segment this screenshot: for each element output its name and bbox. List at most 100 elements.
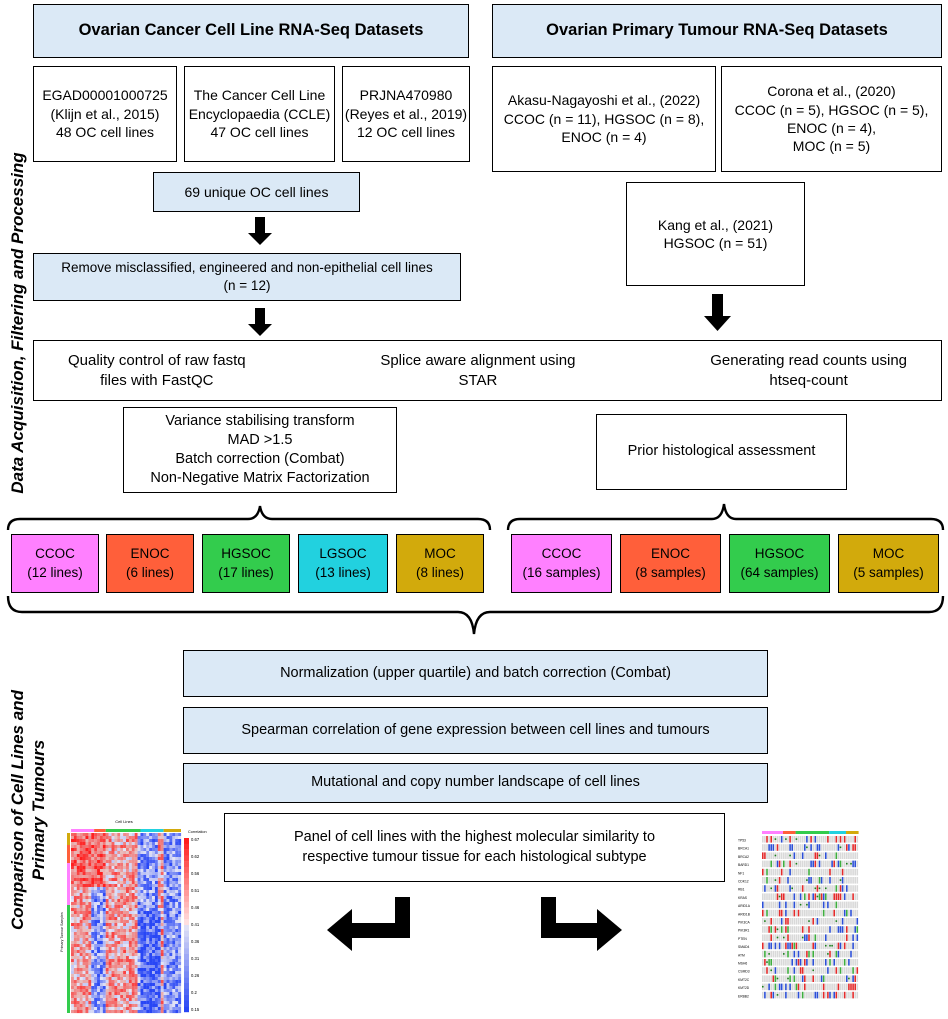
heatmap-cell <box>102 908 106 912</box>
heatmap-cell <box>169 995 173 999</box>
heatmap-cell <box>114 944 118 948</box>
heatmap-cell <box>99 893 103 897</box>
oncoprint-cell <box>827 909 829 917</box>
heatmap-cell <box>111 878 115 882</box>
oncoprint-cell <box>808 975 810 982</box>
heatmap-cell <box>123 911 127 915</box>
heatmap-cell <box>134 983 138 987</box>
heatmap-cell <box>85 911 89 915</box>
heatmap-cell <box>117 1004 121 1008</box>
heatmap-cell <box>117 854 121 858</box>
oncoprint-cell <box>795 967 798 974</box>
heatmap-cell <box>91 1010 95 1014</box>
heatmap-cell <box>128 974 132 978</box>
heatmap-cell <box>178 929 182 933</box>
heatmap-cell <box>149 890 153 894</box>
heatmap-cell <box>91 929 95 933</box>
heatmap-cell <box>114 863 118 867</box>
oncoprint-cell <box>856 926 859 933</box>
heatmap-cell <box>152 863 156 867</box>
heatmap-cell <box>140 950 144 954</box>
heatmap-cell <box>140 983 144 987</box>
oncoprint-cell <box>793 877 796 884</box>
oncoprint-cell <box>783 852 785 859</box>
oncoprint-cell <box>856 967 859 974</box>
heatmap-cell <box>134 854 138 858</box>
heatmap-cell <box>102 914 106 918</box>
heatmap-cell <box>160 914 164 918</box>
heatmap-cell <box>157 899 161 903</box>
heatmap-cell <box>94 968 98 972</box>
oncoprint-cell <box>841 901 844 909</box>
oncoprint-cell <box>774 959 777 966</box>
heatmap-cell <box>71 965 74 969</box>
oncoprint-cell <box>801 991 804 999</box>
heatmap-cell <box>143 977 147 981</box>
heatmap-cell <box>71 947 74 951</box>
heatmap-cell <box>134 833 138 837</box>
oncoprint-cell <box>827 901 829 909</box>
heatmap-cell <box>71 929 74 933</box>
heatmap-cell <box>149 989 153 993</box>
heatmap-cell <box>146 944 150 948</box>
heatmap-cell <box>157 983 161 987</box>
tumour-subtype-enoc: ENOC (8 samples) <box>620 534 721 593</box>
heatmap-cell <box>137 932 141 936</box>
heatmap-cell <box>152 860 156 864</box>
heatmap-cell <box>166 860 170 864</box>
heatmap-cell <box>97 998 101 1002</box>
heatmap-cell <box>97 965 101 969</box>
oncoprint-cell <box>831 975 833 982</box>
heatmap-cell <box>94 1010 98 1014</box>
oncoprint-cell <box>822 918 825 925</box>
heatmap-cell <box>108 959 112 963</box>
heatmap-cell <box>134 917 138 921</box>
heatmap-cell <box>120 917 124 921</box>
heatmap-cell <box>85 998 89 1002</box>
heatmap-cell <box>149 863 153 867</box>
heatmap-cell <box>154 986 158 990</box>
oncoprint-cell <box>839 860 842 868</box>
heatmap-cell <box>166 1004 170 1008</box>
heatmap-cell <box>71 869 74 873</box>
heatmap-cell <box>166 878 170 882</box>
heatmap-cell <box>169 893 173 897</box>
heatmap-cell <box>73 860 77 864</box>
heatmap-cell <box>157 947 161 951</box>
heatmap-cell <box>154 959 158 963</box>
heatmap-cell <box>117 917 121 921</box>
oncoprint-cell <box>770 926 772 933</box>
heatmap-cell <box>134 902 138 906</box>
heatmap-cell <box>154 962 158 966</box>
oncoprint-cell <box>843 959 846 966</box>
heatmap-cell <box>172 875 176 879</box>
oncoprint-cell <box>820 950 823 958</box>
heatmap-cell <box>152 869 156 873</box>
heatmap-cell <box>71 989 74 993</box>
heatmap-cell <box>154 947 158 951</box>
heatmap-cell <box>137 947 141 951</box>
oncoprint-mutation-mark <box>827 953 829 955</box>
heatmap-cell <box>146 860 150 864</box>
heatmap-cell <box>108 872 112 876</box>
heatmap-cell <box>137 842 141 846</box>
heatmap-cell <box>117 932 121 936</box>
oncoprint-cell <box>764 836 766 843</box>
heatmap-cell <box>178 914 182 918</box>
oncoprint-cell <box>829 934 831 941</box>
heatmap-cell <box>137 959 141 963</box>
heatmap-cell <box>97 971 101 975</box>
oncoprint-cell <box>789 991 791 999</box>
heatmap-cell <box>175 839 179 843</box>
heatmap-cell <box>152 926 156 930</box>
oncoprint-cell <box>843 926 846 933</box>
heatmap-cell <box>175 956 179 960</box>
heatmap-cell <box>152 875 156 879</box>
heatmap-cell <box>131 932 135 936</box>
heatmap-cell <box>79 896 83 900</box>
heatmap-cell <box>111 905 115 909</box>
heatmap-cell <box>85 836 89 840</box>
heatmap-cell <box>85 959 89 963</box>
heatmap-cell <box>146 833 150 837</box>
heatmap-cell <box>166 881 170 885</box>
